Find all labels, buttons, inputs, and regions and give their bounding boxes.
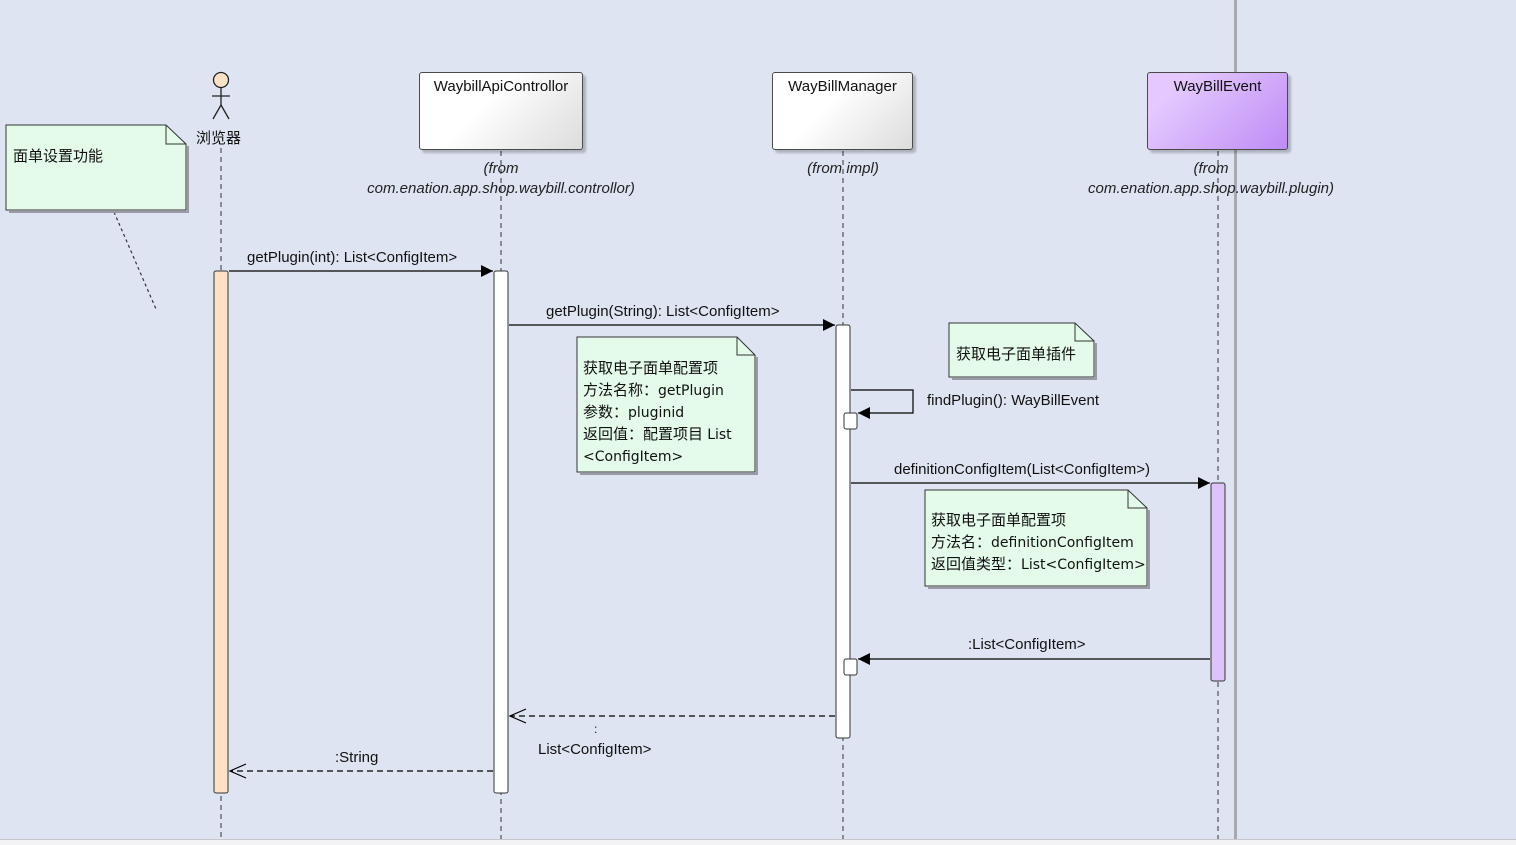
manager-lifeline-box[interactable]: WayBillManager: [772, 72, 913, 150]
manager-note-line5: <ConfigItem>: [583, 449, 684, 465]
find-plugin-note[interactable]: [948, 322, 1097, 380]
manager-note-line3-label: 参数：: [583, 404, 629, 421]
browser-actor-icon[interactable]: [212, 71, 230, 120]
msg-return-string-label[interactable]: :String: [335, 749, 379, 766]
controller-package: (from com.enation.app.shop.waybill.contr…: [341, 159, 661, 199]
feature-note[interactable]: [5, 124, 189, 213]
event-note-line3: 返回值类型：List<ConfigItem>: [931, 554, 1146, 576]
msg-return-list-manager-label[interactable]: List<ConfigItem>: [538, 741, 652, 758]
manager-from-line1: (from impl): [807, 160, 879, 177]
msg-getplugin-int-label[interactable]: getPlugin(int): List<ConfigItem>: [247, 249, 458, 266]
event-name: WayBillEvent: [1173, 78, 1262, 95]
msg-return-list-manager-arrow[interactable]: [508, 708, 835, 724]
manager-method-note-text: 获取电子面单配置项 方法名称：getPlugin 参数：pluginid 返回值…: [583, 358, 732, 468]
horizontal-scrollbar[interactable]: [0, 839, 1516, 845]
manager-package: (from impl): [743, 159, 943, 179]
event-note-line2-value: definitionConfigItem: [991, 535, 1134, 551]
manager-note-line2: 方法名称：getPlugin: [583, 380, 732, 402]
controller-lifeline-box[interactable]: WaybillApiControllor: [419, 72, 583, 150]
manager-name: WayBillManager: [788, 78, 897, 95]
controller-from-line2: com.enation.app.shop.waybill.controllor): [367, 180, 635, 197]
event-note-line2: 方法名：definitionConfigItem: [931, 532, 1146, 554]
event-note-line2-label: 方法名：: [931, 534, 992, 551]
manager-note-line4-label: 返回值：配置项目: [583, 426, 704, 443]
msg-return-list-event-label[interactable]: :List<ConfigItem>: [968, 636, 1086, 653]
event-note-line3-value: List<ConfigItem>: [1021, 557, 1146, 573]
msg-return-list-manager-colon: :: [594, 722, 598, 736]
event-activation[interactable]: [1210, 482, 1226, 682]
event-method-note[interactable]: [924, 489, 1150, 589]
controller-name: WaybillApiControllor: [433, 78, 569, 95]
msg-findplugin-arrow[interactable]: [851, 389, 914, 419]
manager-return-activation[interactable]: [843, 658, 858, 676]
event-from-line2: com.enation.app.shop.waybill.plugin): [1088, 180, 1334, 197]
find-plugin-note-text: 获取电子面单插件: [956, 346, 1077, 363]
browser-activation[interactable]: [213, 270, 229, 794]
manager-method-note[interactable]: [576, 336, 758, 475]
manager-note-line4-value: List: [707, 427, 732, 443]
manager-note-line1: 获取电子面单配置项: [583, 360, 719, 377]
manager-note-line2-value: getPlugin: [658, 383, 724, 399]
manager-note-line3-value: pluginid: [628, 405, 685, 421]
feature-note-text: 面单设置功能: [13, 148, 104, 165]
msg-definitionconfigitem-label[interactable]: definitionConfigItem(List<ConfigItem>): [894, 461, 1150, 478]
msg-getplugin-string-label[interactable]: getPlugin(String): List<ConfigItem>: [546, 303, 780, 320]
browser-actor-label: 浏览器: [196, 130, 242, 147]
msg-findplugin-label[interactable]: findPlugin(): WayBillEvent: [927, 392, 1100, 409]
event-note-line3-label: 返回值类型：: [931, 556, 1022, 573]
event-from-line1: (from: [1193, 160, 1229, 177]
diagram-boundary-line: [1234, 0, 1237, 845]
manager-note-line3: 参数：pluginid: [583, 402, 732, 424]
event-note-line1: 获取电子面单配置项: [931, 512, 1067, 529]
feature-note-connector: [113, 211, 157, 310]
event-package: (from com.enation.app.shop.waybill.plugi…: [1071, 159, 1351, 199]
manager-self-call-activation[interactable]: [843, 412, 858, 430]
controller-from-line1: (from: [483, 160, 519, 177]
event-lifeline-box[interactable]: WayBillEvent: [1147, 72, 1288, 150]
msg-return-string-arrow[interactable]: [228, 763, 493, 779]
manager-note-line4: 返回值：配置项目 List: [583, 424, 732, 446]
manager-note-line2-label: 方法名称：: [583, 382, 659, 399]
event-method-note-text: 获取电子面单配置项 方法名：definitionConfigItem 返回值类型…: [931, 510, 1146, 576]
manager-activation[interactable]: [835, 324, 851, 739]
controller-activation[interactable]: [493, 270, 509, 794]
